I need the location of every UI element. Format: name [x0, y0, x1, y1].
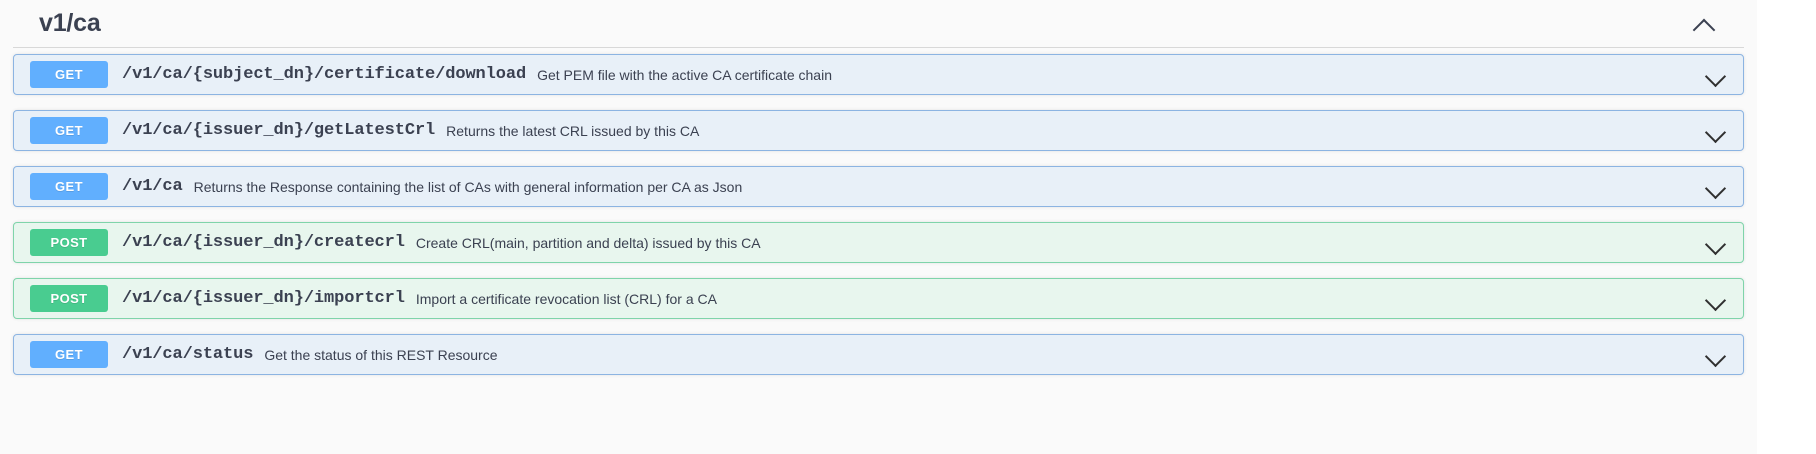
tag-section-v1-ca: v1/ca GET /v1/ca/{subject_dn}/certificat… [0, 0, 1757, 375]
chevron-down-icon[interactable] [1703, 62, 1729, 88]
operation-description: Import a certificate revocation list (CR… [415, 290, 717, 307]
chevron-down-icon[interactable] [1703, 230, 1729, 256]
chevron-down-icon[interactable] [1703, 118, 1729, 144]
operation-row[interactable]: GET /v1/ca/{issuer_dn}/getLatestCrl Retu… [13, 110, 1744, 151]
operation-path: /v1/ca/{issuer_dn}/createcrl [122, 233, 405, 252]
operation-description: Create CRL(main, partition and delta) is… [415, 234, 761, 251]
chevron-up-icon[interactable] [1692, 11, 1718, 37]
operation-path: /v1/ca/{issuer_dn}/importcrl [122, 289, 405, 308]
chevron-down-icon[interactable] [1703, 342, 1729, 368]
http-method-badge: GET [30, 61, 108, 88]
operation-row[interactable]: POST /v1/ca/{issuer_dn}/importcrl Import… [13, 278, 1744, 319]
swagger-ui-panel: v1/ca GET /v1/ca/{subject_dn}/certificat… [0, 0, 1757, 454]
operation-path: /v1/ca/{subject_dn}/certificate/download [122, 65, 527, 84]
operations-list: GET /v1/ca/{subject_dn}/certificate/down… [0, 48, 1757, 375]
http-method-badge: GET [30, 173, 108, 200]
operation-description: Get the status of this REST Resource [264, 346, 498, 363]
operation-row[interactable]: GET /v1/ca/{subject_dn}/certificate/down… [13, 54, 1744, 95]
chevron-down-icon[interactable] [1703, 174, 1729, 200]
http-method-badge: POST [30, 285, 108, 312]
http-method-badge: GET [30, 341, 108, 368]
chevron-down-icon[interactable] [1703, 286, 1729, 312]
operation-description: Returns the Response containing the list… [193, 178, 743, 195]
http-method-badge: GET [30, 117, 108, 144]
operation-row[interactable]: GET /v1/ca Returns the Response containi… [13, 166, 1744, 207]
tag-header-v1-ca[interactable]: v1/ca [13, 0, 1744, 48]
operation-row[interactable]: POST /v1/ca/{issuer_dn}/createcrl Create… [13, 222, 1744, 263]
page-title: v1/ca [39, 9, 101, 37]
operation-path: /v1/ca/status [122, 345, 254, 364]
operation-row[interactable]: GET /v1/ca/status Get the status of this… [13, 334, 1744, 375]
http-method-badge: POST [30, 229, 108, 256]
operation-path: /v1/ca [122, 177, 183, 196]
operation-description: Returns the latest CRL issued by this CA [446, 122, 700, 139]
operation-description: Get PEM file with the active CA certific… [537, 66, 832, 83]
operation-path: /v1/ca/{issuer_dn}/getLatestCrl [122, 121, 436, 140]
